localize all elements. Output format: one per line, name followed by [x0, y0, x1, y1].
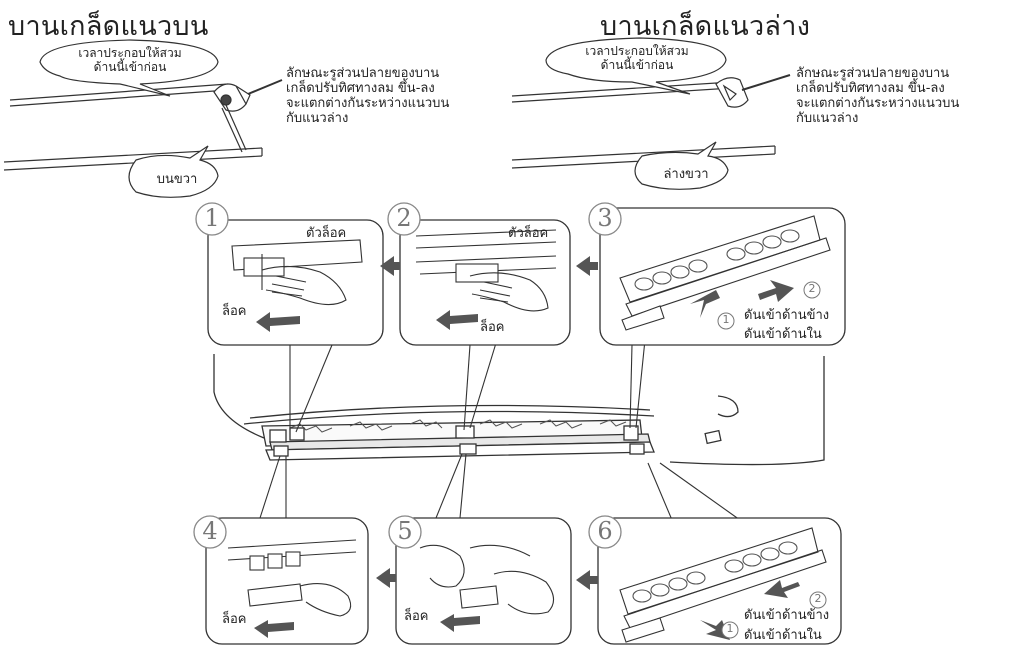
step-3-push-in-label: ดันเข้าด้านใน [744, 327, 822, 342]
step-2-circle [387, 202, 421, 236]
step-1-panel [207, 219, 384, 346]
step-3-number: 3 [597, 204, 613, 232]
push-arrow-6b [764, 580, 800, 598]
upper-speech-bubble [39, 39, 219, 97]
lower-speech-bubble [545, 37, 727, 95]
step-3-sub1-circle [717, 312, 735, 330]
step-6-circle [588, 515, 622, 549]
push-arrow-3a [690, 290, 720, 318]
step-2-lock-label: ล็อค [480, 320, 505, 335]
arrow-2-to-1 [380, 256, 400, 276]
step-2-lock-tab-label: ตัวล็อค [508, 226, 549, 241]
upper-vane-title: บานเกล็ดแนวบน [8, 11, 209, 42]
lower-end-note-line1: ลักษณะรูส่วนปลายของบาน [796, 66, 950, 81]
step-6-number: 6 [597, 517, 613, 545]
step-5-lock-label: ล็อค [404, 609, 429, 624]
lower-end-note-line4: กับแนวล่าง [796, 111, 859, 126]
upper-assemble-line2: ด้านนี้เข้าก่อน [93, 60, 167, 74]
air-conditioner-unit [213, 354, 825, 466]
lower-right-label: ล่างขวา [663, 167, 709, 182]
lower-assemble-line1: เวลาประกอบให้สวม [585, 44, 689, 58]
step-1-number: 1 [204, 204, 220, 232]
step-6-sub1-number: 1 [726, 622, 734, 635]
upper-vane-illustration [3, 79, 283, 171]
step-5-number: 5 [397, 517, 413, 545]
upper-right-bubble [128, 145, 219, 198]
arrow-3-to-2 [576, 256, 598, 276]
lower-vane-illustration [511, 74, 791, 169]
lock-arrow-1 [256, 312, 300, 332]
push-arrow-3b [758, 280, 794, 302]
lower-assemble-line2: ด้านนี้เข้าก่อน [600, 58, 674, 72]
step-6-push-in-label: ดันเข้าด้านใน [744, 628, 822, 643]
step-4-lock-label: ล็อค [222, 612, 247, 627]
arrow-6-to-5 [576, 570, 598, 590]
lower-end-note: ลักษณะรูส่วนปลายของบาน เกล็ดปรับทิศทางลม… [796, 66, 959, 126]
lock-arrow-5 [440, 614, 480, 632]
step-6-sub2-circle [809, 591, 827, 609]
step-3-sub1-number: 1 [722, 313, 730, 326]
direction-arrows [254, 256, 800, 640]
upper-assemble-note: เวลาประกอบให้สวม ด้านนี้เข้าก่อน [58, 46, 202, 74]
upper-end-note-line4: กับแนวล่าง [286, 111, 349, 126]
step-1-lock-label: ล็อค [222, 304, 247, 319]
step-3-circle [588, 202, 622, 236]
step-3-sub2-circle [803, 281, 821, 299]
step-3-push-side-label: ดันเข้าด้านข้าง [744, 308, 830, 323]
step-3-sub2-number: 2 [808, 282, 816, 295]
step-6-sub2-number: 2 [814, 592, 822, 605]
step-5-circle [388, 515, 422, 549]
panel-artwork [227, 215, 831, 643]
step-6-sub1-circle [721, 621, 739, 639]
lower-end-note-line3: จะแตกต่างกันระหว่างแนวบน [796, 96, 960, 111]
lower-right-bubble [634, 141, 729, 190]
step-6-push-side-label: ดันเข้าด้านข้าง [744, 608, 830, 623]
step-4-number: 4 [202, 517, 218, 545]
step-4-circle [193, 515, 227, 549]
upper-assemble-line1: เวลาประกอบให้สวม [78, 46, 182, 60]
upper-end-note: ลักษณะรูส่วนปลายของบาน เกล็ดปรับทิศทางลม… [286, 66, 449, 126]
lower-end-note-line2: เกล็ดปรับทิศทางลม ขึ้น-ลง [796, 81, 945, 96]
step-1-lock-tab-label: ตัวล็อค [306, 226, 347, 241]
lock-arrow-2 [436, 310, 478, 330]
leader-lines [259, 329, 741, 521]
upper-end-note-line1: ลักษณะรูส่วนปลายของบาน [286, 66, 440, 81]
upper-end-note-line2: เกล็ดปรับทิศทางลม ขึ้น-ลง [286, 81, 435, 96]
push-arrow-6a [700, 620, 730, 640]
step-2-number: 2 [396, 204, 412, 232]
lower-assemble-note: เวลาประกอบให้สวม ด้านนี้เข้าก่อน [562, 44, 712, 72]
arrow-5-to-4 [376, 568, 396, 588]
upper-end-note-line3: จะแตกต่างกันระหว่างแนวบน [286, 96, 450, 111]
lower-vane-title: บานเกล็ดแนวล่าง [600, 11, 811, 42]
upper-right-label: บนขวา [156, 172, 198, 187]
step-1-circle [195, 202, 229, 236]
lock-arrow-4 [254, 620, 294, 638]
